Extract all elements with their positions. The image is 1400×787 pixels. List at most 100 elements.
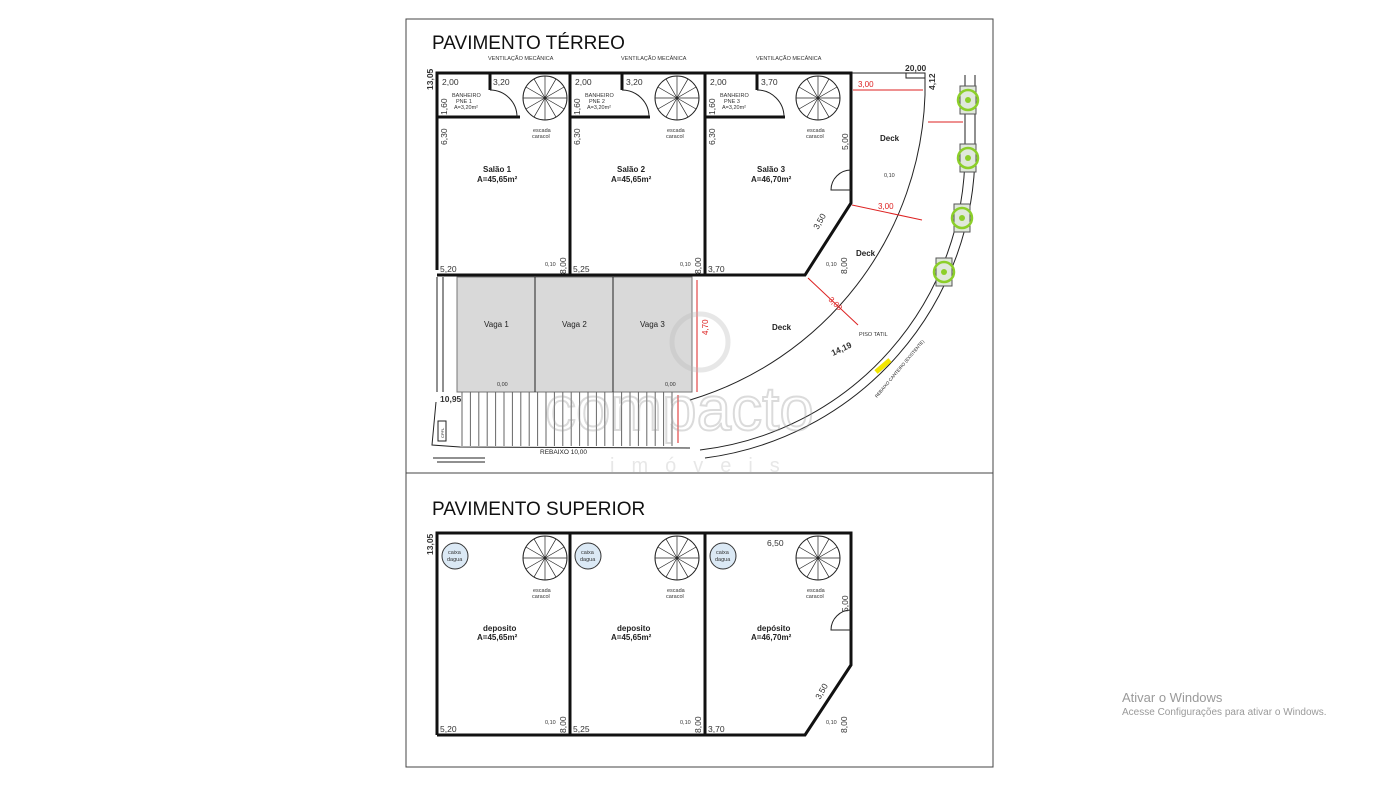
total-width-label: 20,00 — [905, 63, 927, 73]
upper-depth-label: 13,05 — [425, 533, 435, 555]
tank-label: caixa — [581, 550, 595, 556]
room-width: 5,25 — [573, 724, 590, 734]
wall-depth: 6,30 — [572, 128, 582, 145]
side-label: 4,12 — [927, 73, 937, 90]
windows-activation-title: Ativar o Windows — [1122, 690, 1223, 705]
tree-icon — [956, 143, 980, 173]
bath-width: 2,00 — [575, 77, 592, 87]
deck-dim-1: 3,00 — [858, 80, 874, 89]
tank-label: caixa — [716, 550, 730, 556]
deck-label-2: Deck — [856, 249, 876, 258]
spiral-stair-icon — [654, 75, 700, 121]
rebaixo-label: REBAIXO 10,00 — [540, 449, 587, 456]
room-area: A=45,65m² — [611, 633, 652, 642]
room-width: 3,70 — [708, 724, 725, 734]
room-depth: 8,00 — [839, 257, 849, 274]
room-area: A=46,70m² — [751, 633, 792, 642]
deck-dim-2: 3,00 — [878, 202, 894, 211]
bath-area: A=3,20m² — [722, 105, 746, 111]
room-depth: 8,00 — [693, 716, 703, 733]
water-tank-icon — [709, 542, 737, 570]
floor-level: 0,10 — [826, 262, 837, 268]
wall-depth: 6,30 — [707, 128, 717, 145]
bath-depth: 1,60 — [439, 98, 449, 115]
tree-icon — [950, 203, 974, 233]
room-name: depósito — [757, 624, 790, 633]
salon-name: Salão 1 — [483, 165, 512, 174]
top-width: 3,20 — [626, 77, 643, 87]
floor-level: 0,10 — [680, 720, 691, 726]
spiral-stair-icon — [522, 535, 568, 581]
stair-label-2: caracol — [532, 134, 550, 140]
top-width: 3,70 — [761, 77, 778, 87]
upper-walls — [435, 531, 853, 737]
deck-label-1: Deck — [880, 134, 900, 143]
stair-label-2: caracol — [666, 134, 684, 140]
stair-label: escada — [533, 128, 552, 134]
bath-area: A=3,20m² — [454, 105, 478, 111]
cpfl-label: CPFL — [440, 427, 445, 438]
parking-ramp-stripes — [461, 392, 673, 446]
upper-wall-5: 5,00 — [840, 595, 850, 612]
spiral-stair-icon — [522, 75, 568, 121]
tree-icon — [956, 85, 980, 115]
deck-label-3: Deck — [772, 323, 792, 332]
salon-name: Salão 2 — [617, 165, 646, 174]
stair-label: escada — [533, 588, 552, 594]
floor-level: 0,10 — [545, 262, 556, 268]
bottom-width: 3,70 — [708, 264, 725, 274]
room-depth: 8,00 — [839, 716, 849, 733]
vaga-level-3: 0,00 — [665, 382, 676, 388]
spiral-stair-icon — [654, 535, 700, 581]
upper-top-width: 6,50 — [767, 538, 784, 548]
water-tank-icon — [574, 542, 602, 570]
bath-label: BANHEIRO — [585, 93, 614, 99]
floor-level: 0,10 — [545, 720, 556, 726]
spiral-stair-icon — [795, 75, 841, 121]
ground-floor-title: PAVIMENTO TÉRREO — [432, 33, 625, 54]
vaga-2-label: Vaga 2 — [562, 320, 587, 329]
bath-depth: 1,60 — [707, 98, 717, 115]
front-width-label: 10,95 — [440, 394, 462, 404]
water-tank-icon — [441, 542, 469, 570]
wall-depth: 6,30 — [439, 128, 449, 145]
parking-area — [456, 276, 693, 393]
stair-label: escada — [667, 128, 686, 134]
ventilation-label: VENTILAÇÃO MECÂNICA — [621, 55, 687, 62]
ventilation-label: VENTILAÇÃO MECÂNICA — [756, 55, 822, 62]
total-depth-label: 13,05 — [425, 68, 435, 90]
bottom-width: 5,25 — [573, 264, 590, 274]
bath-id: PNE 2 — [589, 99, 605, 105]
tank-label-2: dagua — [715, 557, 731, 563]
watermark-brand: compacto — [545, 375, 814, 444]
room-depth: 8,00 — [558, 716, 568, 733]
vaga-3-label: Vaga 3 — [640, 320, 665, 329]
room-area: A=45,65m² — [477, 633, 518, 642]
watermark-logo: compacto imóveis — [544, 311, 815, 477]
watermark-sub: imóveis — [610, 455, 797, 477]
stair-label-2: caracol — [666, 594, 684, 600]
room-depth: 8,00 — [693, 257, 703, 274]
bath-width: 2,00 — [710, 77, 727, 87]
vaga-depth-label: 4,70 — [701, 319, 710, 335]
piso-tatil-label: PISO TATIL — [859, 332, 888, 338]
deck-level: 0,10 — [884, 173, 895, 179]
windows-activation-sub: Acesse Configurações para ativar o Windo… — [1122, 707, 1327, 718]
stair-label-2: caracol — [806, 134, 824, 140]
windows-activation-notice: Ativar o Windows Acesse Configurações pa… — [1122, 690, 1327, 718]
bottom-width: 5,20 — [440, 264, 457, 274]
bath-label: BANHEIRO — [452, 93, 481, 99]
stair-label-2: caracol — [806, 594, 824, 600]
bath-width: 2,00 — [442, 77, 459, 87]
salon-area: A=46,70m² — [751, 175, 792, 184]
ground-walls — [435, 71, 853, 277]
salon-area: A=45,65m² — [477, 175, 518, 184]
room-name: deposito — [617, 624, 650, 633]
stair-label: escada — [807, 588, 826, 594]
bath-label: BANHEIRO — [720, 93, 749, 99]
tank-label-2: dagua — [580, 557, 596, 563]
floor-level: 0,10 — [826, 720, 837, 726]
bath-id: PNE 1 — [456, 99, 472, 105]
tree-icon — [932, 257, 956, 287]
top-width: 3,20 — [493, 77, 510, 87]
